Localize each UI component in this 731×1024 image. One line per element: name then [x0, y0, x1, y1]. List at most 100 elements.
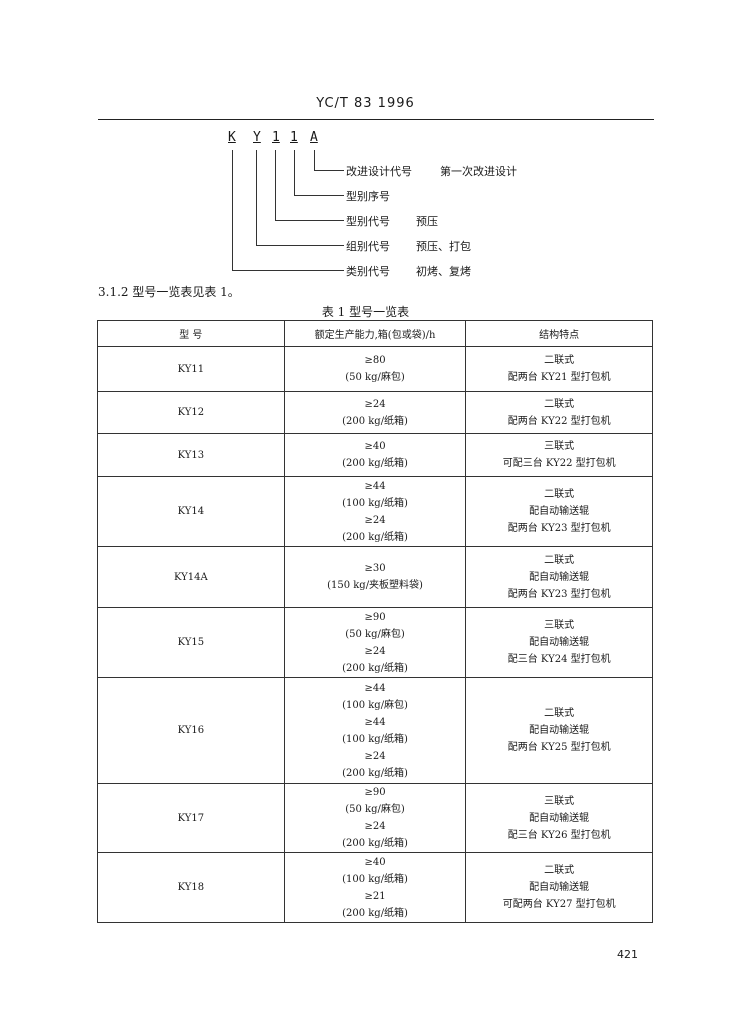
capacity-line: ≥24 [364, 750, 386, 762]
capacity-line: (100 kg/纸箱) [342, 873, 408, 885]
leader-line [314, 150, 315, 170]
leader-line [256, 150, 257, 245]
feature-line: 配自动输送辊 [529, 571, 590, 583]
legend-label: 类别代号 [346, 265, 390, 278]
features-cell: 二联式配自动输送辊配两台 KY25 型打包机 [465, 677, 653, 784]
feature-line: 二联式 [544, 355, 575, 366]
capacity-cell: ≥40(200 kg/纸箱) [283, 433, 467, 477]
feature-line: 配自动输送辊 [529, 725, 590, 736]
table-row: KY16≥44(100 kg/麻包)≥44(100 kg/纸箱)≥24(200 … [97, 677, 653, 784]
legend-label: 组别代号 [346, 240, 390, 253]
table-row: KY13≥40(200 kg/纸箱)三联式可配三台 KY22 型打包机 [97, 433, 653, 477]
capacity-line: (150 kg/夹板塑料袋) [327, 580, 423, 591]
legend-label: 改进设计代号 [346, 165, 412, 178]
capacity-line: ≥90 [364, 787, 386, 798]
clause-text: 3.1.2 型号一览表见表 1。 [98, 285, 240, 299]
model-cell: KY16 [97, 677, 285, 784]
capacity-line: ≥24 [364, 398, 386, 410]
table-row: KY15≥90(50 kg/麻包)≥24(200 kg/纸箱)三联式配自动输送辊… [97, 607, 653, 678]
code-digit-1b: 1 [290, 130, 298, 145]
capacity-line: ≥24 [364, 514, 386, 526]
model-cell: KY12 [97, 391, 285, 434]
leader-line [314, 170, 344, 171]
feature-line: 二联式 [544, 708, 575, 719]
legend-value: 预压、打包 [416, 240, 471, 253]
features-cell: 二联式配自动输送辊配两台 KY23 型打包机 [465, 546, 653, 608]
legend-value: 第一次改进设计 [440, 165, 517, 178]
capacity-line: (200 kg/纸箱) [342, 415, 408, 427]
feature-line: 二联式 [544, 865, 575, 876]
feature-line: 配自动输送辊 [529, 812, 590, 824]
capacity-line: (50 kg/麻包) [345, 804, 405, 815]
capacity-cell: ≥24 (200 kg/纸箱) [283, 391, 467, 434]
capacity-line: ≥24 [364, 645, 386, 657]
capacity-line: (200 kg/纸箱) [342, 531, 408, 543]
capacity-line: (100 kg/纸箱) [342, 733, 408, 745]
legend-label: 型别代号 [346, 215, 390, 228]
capacity-line: (200 kg/纸箱) [342, 838, 408, 849]
model-cell: KY15 [97, 607, 285, 678]
code-digit-1a: 1 [272, 130, 280, 145]
leader-line [275, 220, 344, 221]
capacity-line: (50 kg/麻包) [345, 628, 405, 640]
feature-line: 可配两台 KY27 型打包机 [502, 899, 616, 910]
capacity-line: ≥90 [364, 611, 386, 623]
feature-line: 二联式 [544, 398, 575, 410]
table-caption: 表 1 型号一览表 [321, 305, 410, 319]
table-row: KY11 ≥80 (50 kg/麻包) 二联式配两台 KY21 型打包机 [97, 346, 653, 392]
model-cell: KY17 [97, 783, 285, 853]
capacity-line: (50 kg/麻包) [345, 372, 405, 383]
capacity-cell: ≥44(100 kg/麻包)≥44(100 kg/纸箱)≥24(200 kg/纸… [283, 677, 467, 784]
capacity-line: (100 kg/纸箱) [342, 497, 408, 509]
capacity-line: ≥44 [364, 682, 386, 694]
feature-line: 二联式 [544, 489, 575, 500]
leader-line [294, 150, 295, 195]
capacity-line: ≥30 [364, 563, 386, 574]
feature-line: 配两台 KY25 型打包机 [507, 742, 611, 753]
capacity-line: ≥40 [364, 441, 386, 452]
feature-line: 可配三台 KY22 型打包机 [502, 458, 616, 469]
feature-line: 配两台 KY22 型打包机 [507, 415, 611, 427]
capacity-line: ≥44 [364, 480, 386, 492]
features-cell: 三联式配自动输送辊配三台 KY26 型打包机 [465, 783, 653, 853]
feature-line: 配自动输送辊 [529, 882, 590, 893]
features-cell: 二联式配两台 KY21 型打包机 [465, 346, 653, 392]
code-letter-a: A [310, 130, 318, 145]
capacity-cell: ≥90 (50 kg/麻包) ≥24 (200 kg/纸箱) [283, 607, 467, 678]
model-cell: KY11 [97, 346, 285, 392]
feature-line: 二联式 [544, 554, 575, 566]
feature-line: 配自动输送辊 [529, 637, 590, 648]
features-cell: 二联式配自动输送辊可配两台 KY27 型打包机 [465, 852, 653, 923]
capacity-cell: ≥44 (100 kg/纸箱) ≥24 (200 kg/纸箱) [283, 476, 467, 547]
capacity-line: ≥80 [364, 355, 386, 366]
feature-line: 三联式 [544, 795, 575, 807]
table-row: KY14≥44(100 kg/纸箱)≥24(200 kg/纸箱)二联式配自动输送… [97, 476, 653, 547]
capacity-line: ≥44 [364, 716, 386, 728]
column-header-model: 型 号 [97, 320, 285, 347]
capacity-cell: ≥90(50 kg/麻包)≥24(200 kg/纸箱) [283, 783, 467, 853]
capacity-cell: ≥80 (50 kg/麻包) [283, 346, 467, 392]
table-row: KY14A≥30(150 kg/夹板塑料袋)二联式配自动输送辊配两台 KY23 … [97, 546, 653, 608]
model-table: 型 号 额定生产能力,箱(包或袋)/h 结构特点 KY11≥80(50 kg/麻… [97, 320, 653, 923]
features-cell: 二联式配自动输送辊配两台 KY23 型打包机 [465, 476, 653, 547]
feature-line: 配三台 KY24 型打包机 [507, 654, 611, 665]
page-number: 421 [617, 948, 638, 961]
features-cell: 三联式可配三台 KY22 型打包机 [465, 433, 653, 477]
leader-line [275, 150, 276, 220]
capacity-line: (200 kg/纸箱) [342, 907, 408, 919]
leader-line [232, 150, 233, 270]
table-row: KY12 ≥24 (200 kg/纸箱) 二联式配两台 KY22 型打包机 [97, 391, 653, 434]
feature-line: 配两台 KY21 型打包机 [507, 372, 611, 383]
features-cell: 三联式配自动输送辊配三台 KY24 型打包机 [465, 607, 653, 678]
capacity-cell: ≥30 (150 kg/夹板塑料袋) [283, 546, 467, 608]
model-cell: KY13 [97, 433, 285, 477]
capacity-line: ≥21 [364, 890, 386, 902]
model-cell: KY18 [97, 852, 285, 923]
feature-line: 配三台 KY26 型打包机 [507, 829, 611, 841]
features-cell: 二联式配两台 KY22 型打包机 [465, 391, 653, 434]
capacity-line: (200 kg/纸箱) [342, 662, 408, 674]
legend-value: 初烤、复烤 [416, 265, 471, 278]
feature-line: 配自动输送辊 [529, 506, 590, 517]
column-header-capacity: 额定生产能力,箱(包或袋)/h [283, 320, 467, 347]
table-row: KY18≥40(100 kg/纸箱)≥21(200 kg/纸箱)二联式配自动输送… [97, 852, 653, 923]
